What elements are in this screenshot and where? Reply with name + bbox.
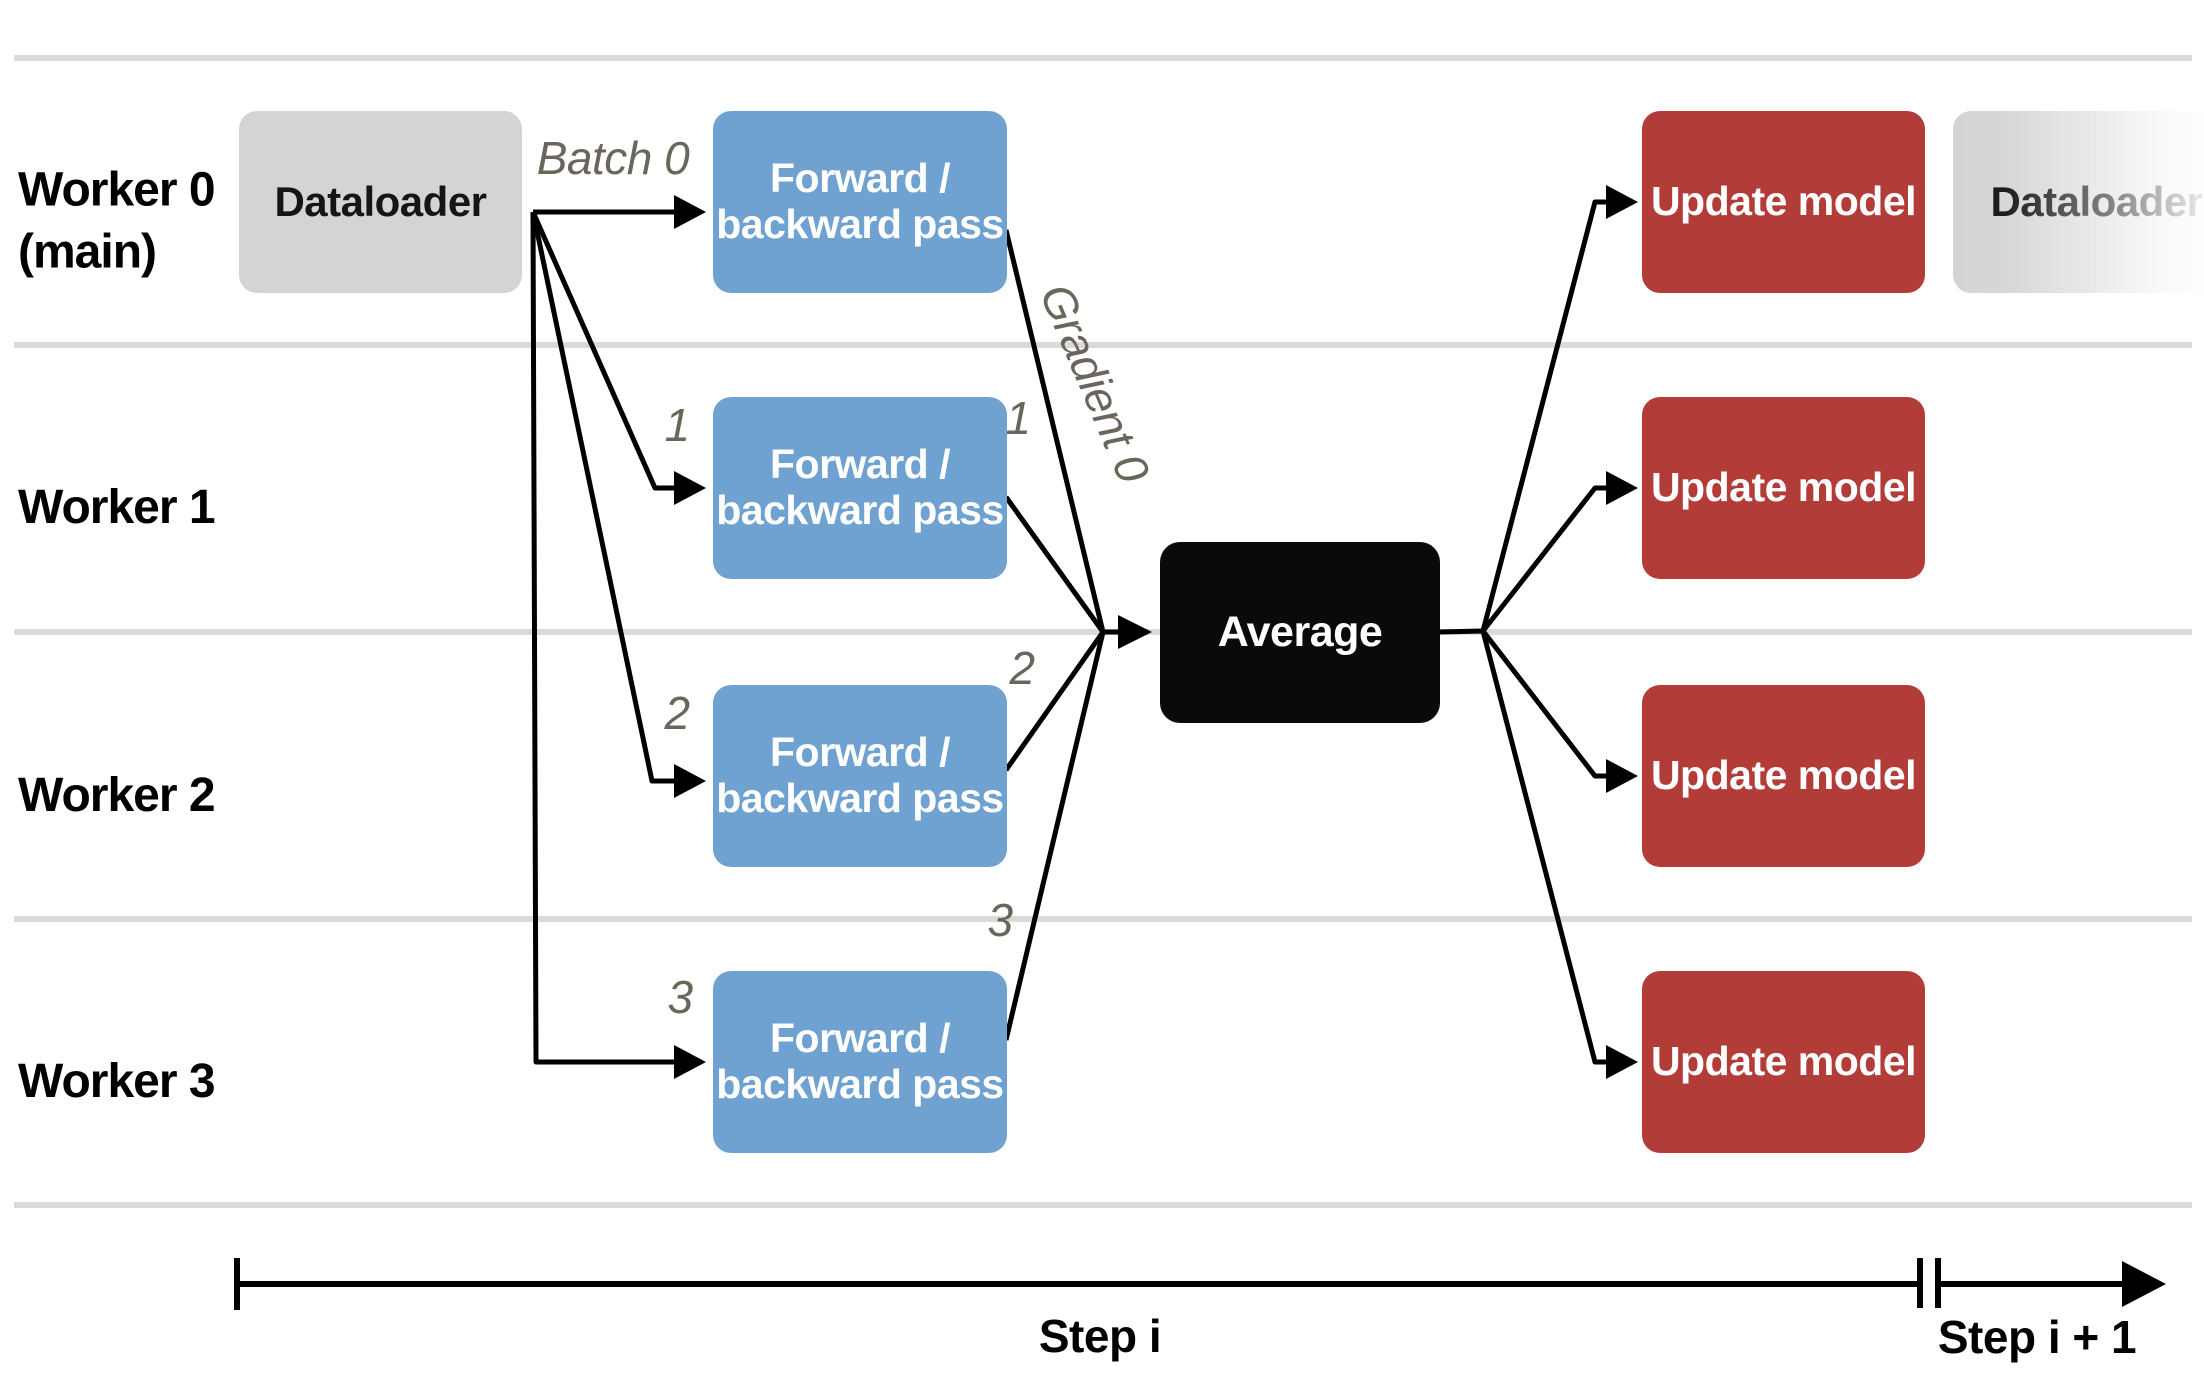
step-i-plus-1-label: Step i + 1 — [1937, 1311, 2137, 1363]
dataloader-box: Dataloader — [239, 111, 522, 293]
gradient-arrowhead — [1118, 615, 1152, 649]
forward-backward-line2: backward pass — [716, 1061, 1004, 1107]
batch-0-label: Batch 0 — [536, 132, 690, 184]
timeline-axis — [234, 1258, 2124, 1310]
update-model-label: Update model — [1650, 1038, 1917, 1085]
update-model-label: Update model — [1650, 752, 1917, 799]
worker-0-label-line2: (main) — [18, 226, 157, 279]
forward-backward-box-worker-1: Forward / backward pass — [713, 397, 1007, 579]
batch-number-1: 1 — [664, 399, 690, 451]
update-arrowheads — [1606, 185, 1638, 1079]
timeline-arrowhead — [2122, 1261, 2166, 1307]
worker-1-label-line1: Worker 1 — [18, 480, 216, 534]
batch-arrows — [530, 209, 676, 1065]
worker-0-label-line1: Worker 0 — [18, 163, 216, 217]
gradient-number-3: 3 — [987, 894, 1013, 946]
forward-backward-line1: Forward / — [769, 155, 951, 202]
update-model-label: Update model — [1650, 178, 1917, 225]
forward-backward-line2: backward pass — [716, 487, 1004, 533]
update-model-box-worker-3: Update model — [1642, 971, 1925, 1153]
update-arrows — [1437, 199, 1608, 1065]
batch-number-3: 3 — [667, 971, 693, 1023]
step-i-label: Step i — [1038, 1310, 1162, 1362]
forward-backward-box-worker-2: Forward / backward pass — [713, 685, 1007, 867]
forward-backward-box-worker-0: Forward / backward pass — [713, 111, 1007, 293]
forward-backward-line1: Forward / — [769, 729, 951, 776]
worker-0-label: Worker 0 (main) — [18, 160, 216, 285]
gradient-number-1: 1 — [1005, 392, 1031, 444]
update-model-box-worker-0: Update model — [1642, 111, 1925, 293]
worker-3-label: Worker 3 — [18, 1051, 216, 1113]
worker-1-label: Worker 1 — [18, 477, 216, 539]
average-box-label: Average — [1217, 608, 1383, 657]
update-model-box-worker-2: Update model — [1642, 685, 1925, 867]
update-model-label: Update model — [1650, 464, 1917, 511]
average-box: Average — [1160, 542, 1440, 723]
gradient-number-2: 2 — [1009, 642, 1035, 694]
worker-3-label-line1: Worker 3 — [18, 1054, 216, 1108]
forward-backward-line2: backward pass — [716, 775, 1004, 821]
worker-2-label-line1: Worker 2 — [18, 768, 216, 822]
gradient-arrows — [1003, 229, 1120, 1041]
forward-backward-line1: Forward / — [769, 441, 951, 488]
batch-number-2: 2 — [664, 687, 690, 739]
worker-2-label: Worker 2 — [18, 765, 216, 827]
forward-backward-line1: Forward / — [769, 1015, 951, 1062]
forward-backward-line2: backward pass — [716, 201, 1004, 247]
next-step-dataloader-box: Dataloader — [1953, 111, 2204, 293]
forward-backward-box-worker-3: Forward / backward pass — [713, 971, 1007, 1153]
next-step-fade-overlay — [1953, 111, 2204, 293]
update-model-box-worker-1: Update model — [1642, 397, 1925, 579]
dataloader-box-label: Dataloader — [274, 178, 487, 226]
batch-arrowheads — [674, 195, 706, 1079]
